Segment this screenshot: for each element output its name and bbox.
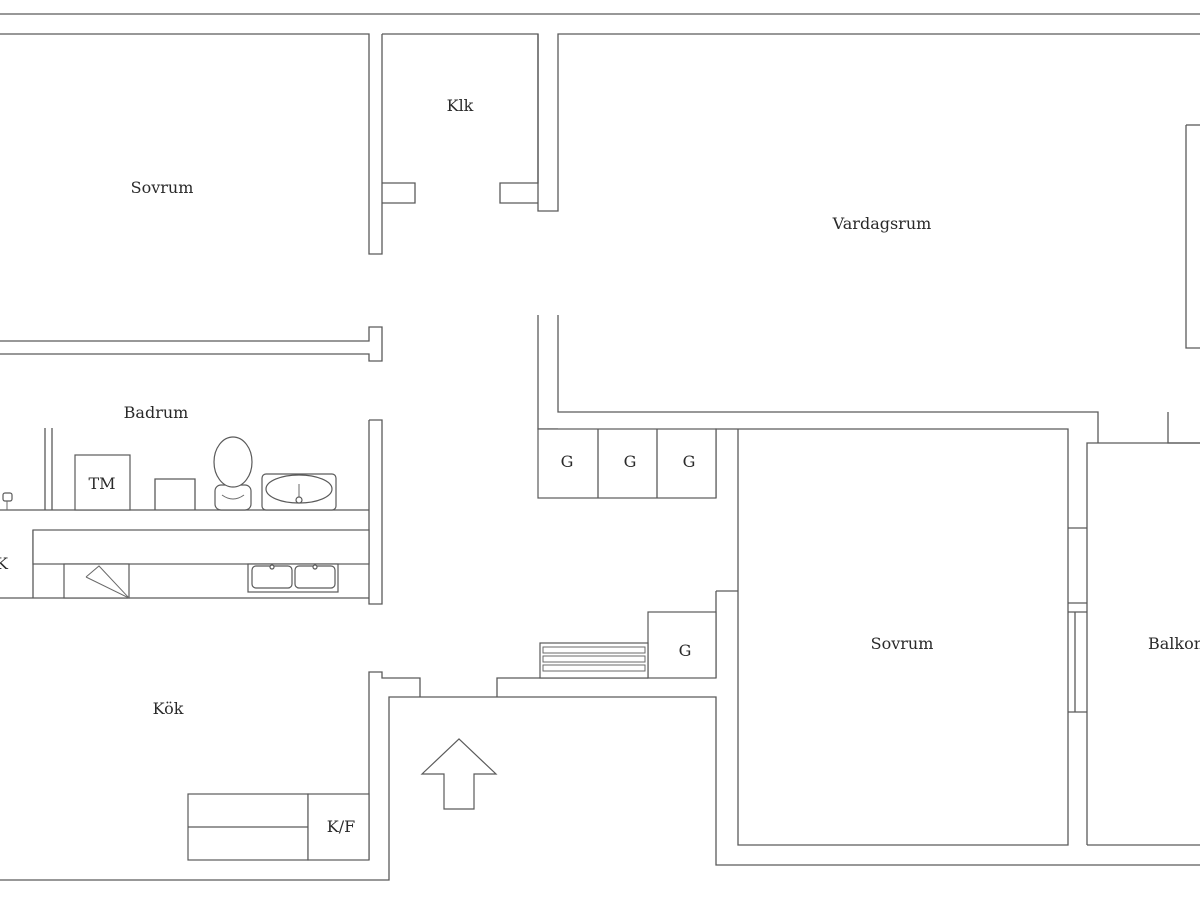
room-label-balcony: Balkong <box>1148 634 1200 653</box>
bedroom-top-walls <box>0 33 383 362</box>
room-label-bathroom: Badrum <box>124 403 189 422</box>
washer-box <box>74 454 131 511</box>
fixture-label-washer: TM <box>88 474 115 493</box>
entrance-arrow-icon <box>420 738 498 810</box>
shower-tap <box>2 492 13 510</box>
kitchen-cabinets <box>187 793 370 861</box>
fixture-label-fridge-freezer: K/F <box>327 817 355 836</box>
radiator <box>539 642 649 679</box>
kitchen-walls <box>368 671 648 860</box>
room-label-kitchen: Kök <box>153 699 184 718</box>
fixture-label-wardrobe-1: G <box>561 452 574 471</box>
room-label-bedroom-bottom: Sovrum <box>871 634 934 653</box>
living-room-walls <box>537 33 1200 444</box>
kitchen-sink <box>247 563 339 593</box>
balcony-walls <box>1086 442 1200 846</box>
room-label-living-room: Vardagsrum <box>832 214 932 233</box>
kitchen-counter <box>32 529 370 565</box>
room-label-bedroom-top: Sovrum <box>131 178 194 197</box>
closet-walls <box>382 33 539 204</box>
fixture-label-kitchen-edge: K <box>0 554 9 573</box>
room-label-closet: Klk <box>447 96 474 115</box>
washbasin <box>261 473 337 511</box>
hall-wardrobe <box>647 611 717 679</box>
fixture-label-wardrobe-hall: G <box>679 641 692 660</box>
dishwasher <box>63 563 130 599</box>
dryer-counter <box>154 478 196 510</box>
fixture-label-wardrobe-2: G <box>624 452 637 471</box>
fixture-label-wardrobe-3: G <box>683 452 696 471</box>
wardrobes <box>537 428 717 499</box>
outer-walls <box>0 13 1200 881</box>
toilet <box>213 436 253 511</box>
